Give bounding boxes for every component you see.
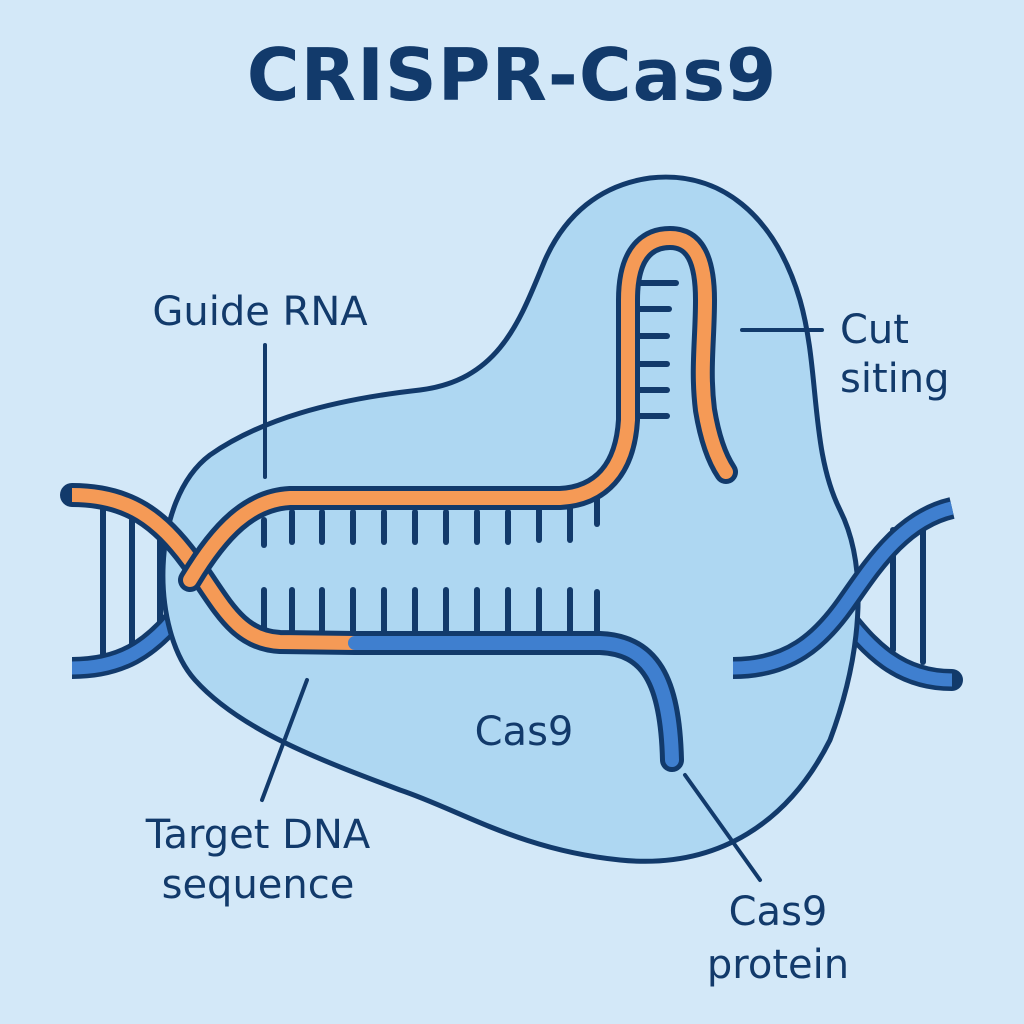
guide-rna-strand[interactable] bbox=[178, 226, 738, 592]
right-helix-front bbox=[732, 497, 955, 679]
cas9-protein-leader-line bbox=[683, 773, 762, 882]
cas9-protein-label-line2: protein bbox=[707, 942, 849, 988]
target-dna-label-line1: Target DNA bbox=[145, 812, 371, 858]
target-dna-rungs bbox=[261, 587, 600, 639]
strand-orange bbox=[183, 231, 733, 587]
leader-lines bbox=[260, 328, 824, 882]
guide-rna-label: Guide RNA bbox=[152, 289, 368, 335]
left-helix-rungs bbox=[100, 505, 163, 663]
cut-site-label-line1: Cut bbox=[840, 307, 909, 353]
diagram-title: CRISPR-Cas9 bbox=[247, 33, 777, 117]
strand-blue-segment bbox=[348, 636, 679, 767]
target-dna-label-line2: sequence bbox=[162, 862, 355, 908]
target-dna-leader-line bbox=[260, 678, 309, 802]
cut-site-label-line2: siting bbox=[840, 356, 950, 402]
guide-rna-rungs bbox=[261, 491, 600, 548]
cas9-center-label: Cas9 bbox=[475, 709, 574, 755]
hairpin-rungs bbox=[637, 280, 679, 419]
cas9-protein-label-line1: Cas9 bbox=[729, 889, 828, 935]
dna-backbone-blue bbox=[732, 501, 954, 675]
